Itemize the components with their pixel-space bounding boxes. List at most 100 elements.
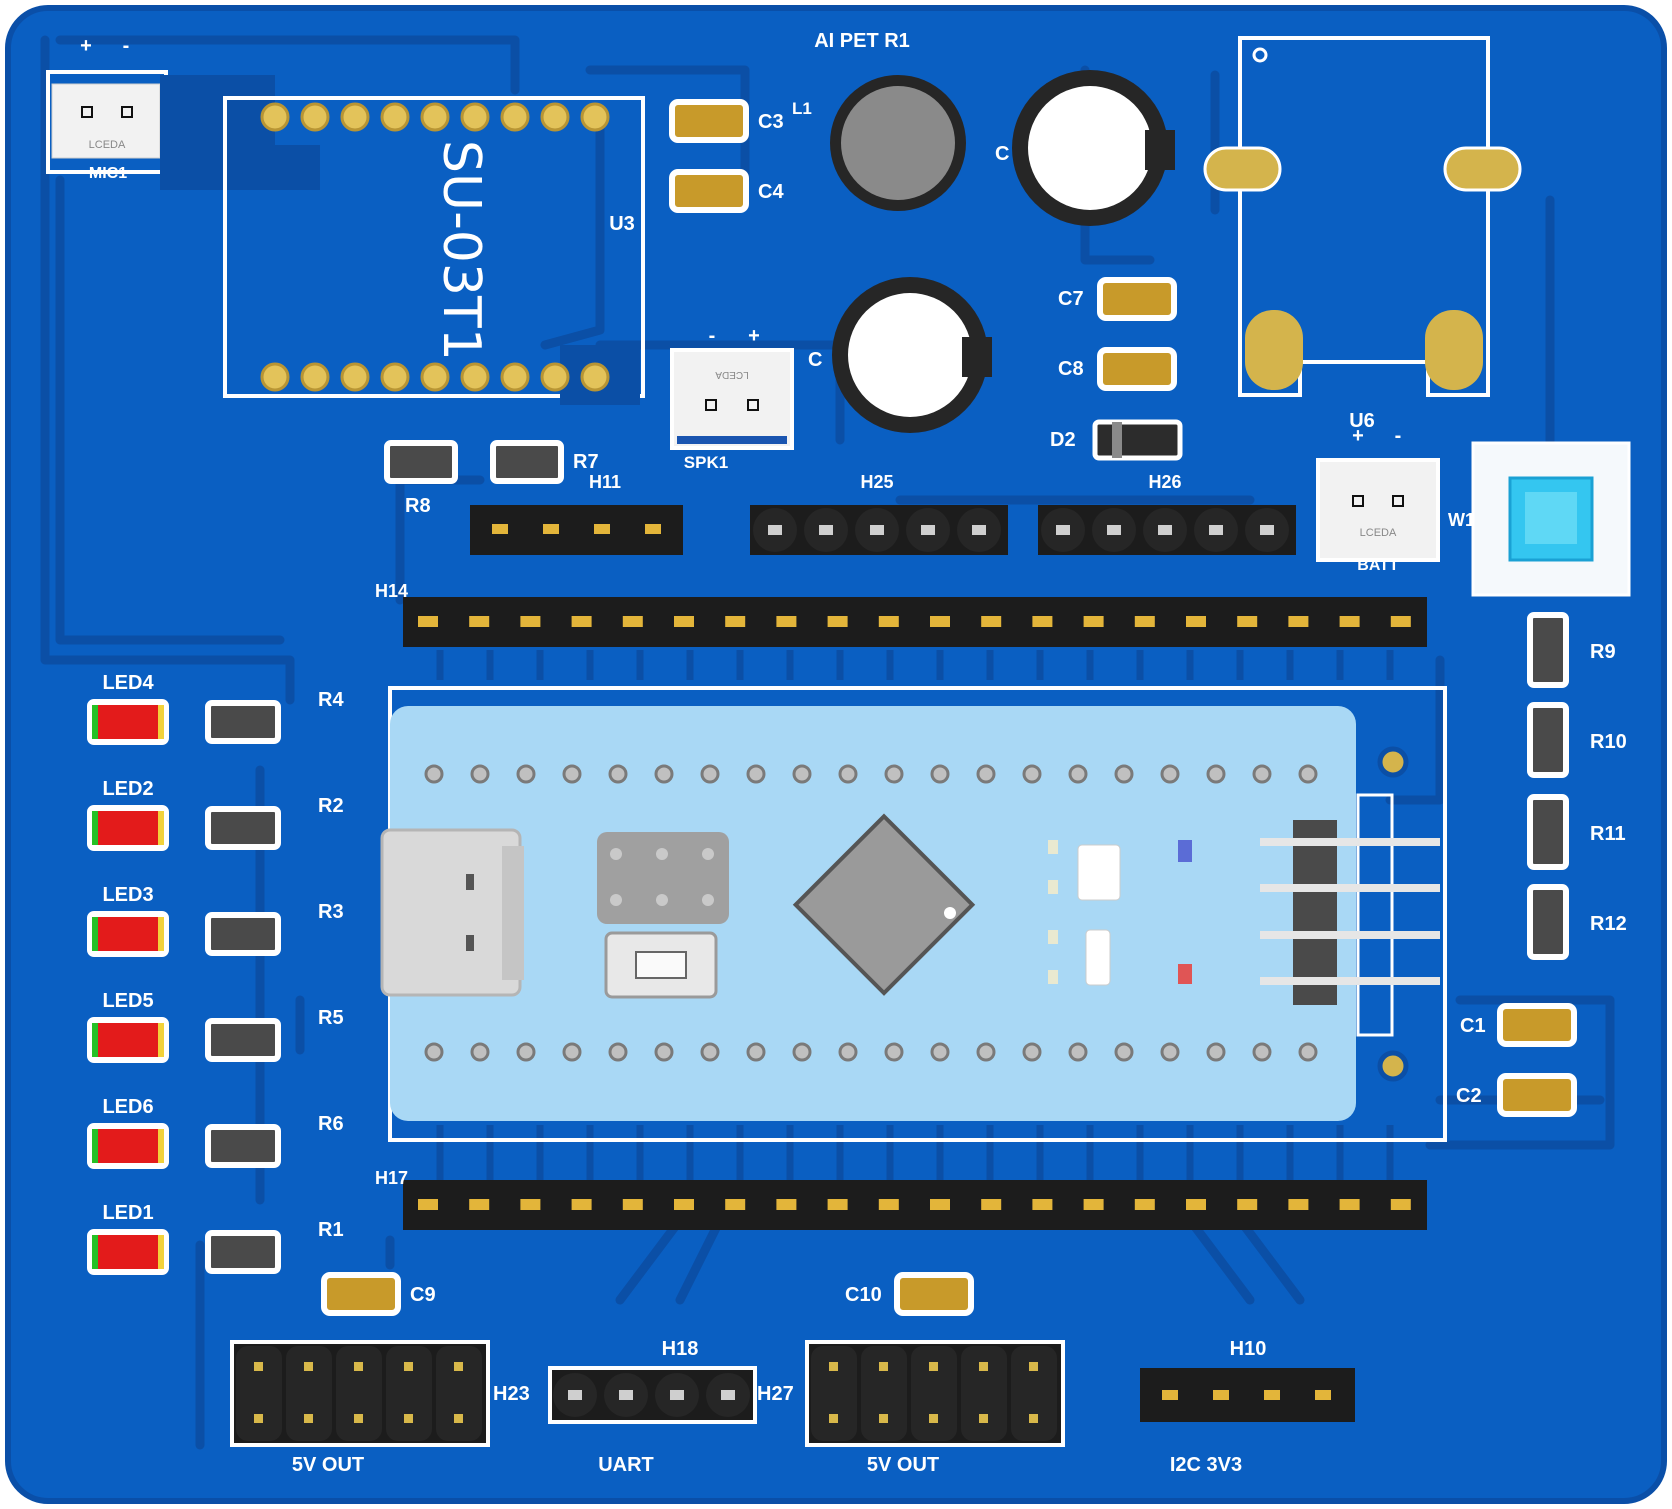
header-pin [1264, 1390, 1280, 1400]
header-pin [645, 524, 661, 534]
mcu-pin-hole [884, 1042, 904, 1062]
header-pin [1339, 1199, 1360, 1210]
header-pin [1134, 1199, 1155, 1210]
h11-pins [492, 524, 661, 534]
voice-module-pad [580, 102, 610, 132]
cap-c3: C3 L1 [669, 99, 812, 143]
header-pin [254, 1362, 263, 1371]
mcu-pin-holes [424, 764, 1318, 1062]
resistor-r8: R8 [384, 440, 458, 517]
mcu-pin-hole [930, 764, 950, 784]
power-switch: W1 [1448, 441, 1631, 597]
header-pin [469, 1199, 490, 1210]
led-label: LED3 [102, 884, 153, 906]
header-pin [725, 616, 746, 627]
header-pin [1107, 525, 1121, 535]
mcu-pin-hole [470, 1042, 490, 1062]
header-pin [827, 1199, 848, 1210]
resistor-r5 [205, 1018, 281, 1062]
header-pin-socket [386, 1346, 432, 1441]
h17-pins [418, 1199, 1411, 1210]
mcu-pin-hole [792, 1042, 812, 1062]
jumper-pin [610, 894, 622, 906]
mcu-pin-hole [470, 764, 490, 784]
mcu-pin-hole [608, 764, 628, 784]
header-pin [1339, 616, 1360, 627]
header-pin [492, 524, 508, 534]
spk-ref-label: SPK1 [684, 453, 728, 472]
header-pin [725, 1199, 746, 1210]
cap-c9: C9 [321, 1272, 436, 1316]
c10-label: C10 [845, 1284, 882, 1306]
voice-module-pad [580, 362, 610, 392]
h18-pins [553, 1373, 750, 1417]
voice-module-pad [260, 362, 290, 392]
swd-footprint [1356, 793, 1394, 1037]
mic-plus-label: + [80, 35, 92, 57]
resistor-label: R4 [318, 689, 344, 711]
c5-label: C [995, 143, 1009, 165]
header-pin-socket [436, 1346, 482, 1441]
header-pin [981, 1199, 1002, 1210]
led-cathode-mark [92, 705, 98, 739]
header-pin [520, 1199, 541, 1210]
h14-label: H14 [375, 581, 408, 601]
header-pin [404, 1362, 413, 1371]
header-pin [921, 525, 935, 535]
header-pin [929, 1362, 938, 1371]
h23-label: H23 [493, 1383, 530, 1405]
led-label: LED2 [102, 778, 153, 800]
led-anode-mark [158, 917, 164, 951]
h18-caption: UART [598, 1454, 654, 1476]
voice-module-pad [540, 102, 570, 132]
header-pin [670, 1390, 684, 1400]
header-pin [354, 1362, 363, 1371]
h10-caption: I2C 3V3 [1170, 1454, 1242, 1476]
header-pin [972, 525, 986, 535]
mcu-pin-hole [1068, 764, 1088, 784]
batt-ref-label: BATT [1357, 557, 1399, 574]
resistor-r11 [1527, 794, 1569, 870]
voice-module-pad [500, 102, 530, 132]
mcu-pin-hole [838, 764, 858, 784]
header-pin [571, 616, 592, 627]
header-pin [1390, 616, 1411, 627]
header-pin [1315, 1390, 1331, 1400]
voice-module-pad [500, 362, 530, 392]
h27-pins [811, 1346, 1057, 1441]
header-pin [829, 1414, 838, 1423]
header-pin [819, 525, 833, 535]
voice-module-pad [300, 362, 330, 392]
header-pin [543, 524, 559, 534]
batt-brand: LCEDA [1360, 527, 1397, 539]
cap-c8: C8 [1058, 347, 1177, 391]
speaker-connector: LCEDA - + SPK1 [670, 325, 794, 472]
header-pin [870, 525, 884, 535]
u3-label: U3 [609, 213, 635, 235]
mcu-pin-hole [1206, 1042, 1226, 1062]
header-pin [469, 616, 490, 627]
led-cathode-mark [92, 811, 98, 845]
spk-plus-label: + [748, 325, 760, 347]
h23-pins [236, 1346, 482, 1441]
header-pin [1260, 525, 1274, 535]
header-pin [1158, 525, 1172, 535]
header-pin [1390, 1199, 1411, 1210]
w1-label: W1 [1448, 510, 1475, 530]
header-pin [1209, 525, 1223, 535]
c8-label: C8 [1058, 358, 1084, 380]
resistor-label: R2 [318, 795, 344, 817]
header-pin [354, 1414, 363, 1423]
mcu-pin-hole [746, 1042, 766, 1062]
h25-pins [753, 508, 1001, 552]
voice-module-pad [420, 362, 450, 392]
mount-hole-top [1377, 746, 1409, 778]
mcu-pin-hole [884, 764, 904, 784]
voice-module-pads [260, 102, 610, 392]
usb-socket-footprint [1203, 36, 1522, 397]
mcu-pin-hole [976, 764, 996, 784]
r10-label: R10 [1590, 731, 1627, 753]
header-pin [981, 616, 1002, 627]
header-pin [721, 1390, 735, 1400]
mcu-pin-hole [838, 1042, 858, 1062]
